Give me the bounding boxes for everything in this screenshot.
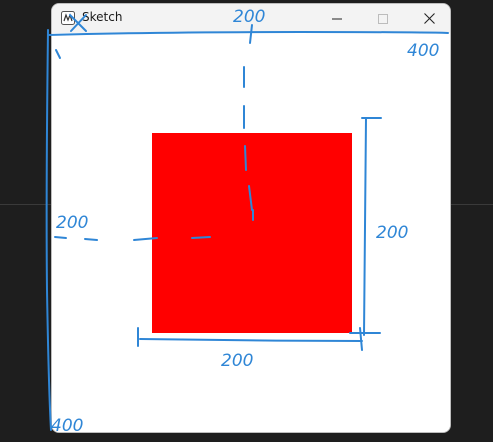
- close-button[interactable]: [406, 4, 450, 33]
- minimize-icon: [332, 18, 342, 19]
- title-bar[interactable]: Sketch: [52, 4, 450, 33]
- sketch-window: Sketch: [51, 3, 451, 433]
- maximize-icon: [378, 13, 388, 24]
- maximize-button[interactable]: [360, 4, 406, 33]
- red-square: [152, 133, 352, 333]
- background-divider-right: [451, 204, 493, 205]
- window-title: Sketch: [82, 10, 123, 24]
- minimize-button[interactable]: [314, 4, 360, 33]
- close-icon: [423, 13, 435, 24]
- sketch-canvas[interactable]: [52, 33, 450, 432]
- background-divider-left: [0, 204, 51, 205]
- processing-app-icon: [61, 11, 75, 25]
